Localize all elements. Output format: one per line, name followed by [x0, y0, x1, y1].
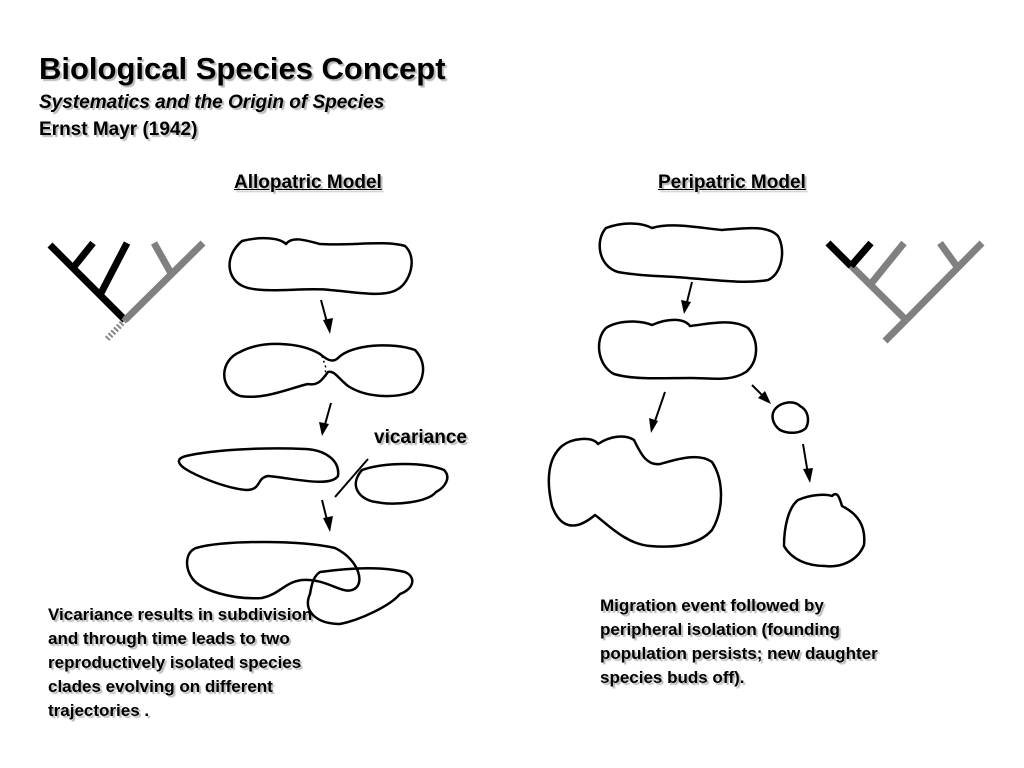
peripatric-tree-black-branch-2	[848, 240, 874, 269]
allopatric-tree-gray-branch	[150, 241, 176, 277]
page-title: Biological Species Concept	[39, 51, 446, 86]
allopatric-arrows	[319, 299, 369, 532]
allopatric-arrow-3-head	[323, 516, 333, 532]
allopatric-stage-2-divider	[321, 355, 327, 381]
allopatric-tree-root-dashed	[103, 317, 128, 343]
allopatric-population-stage-2	[223, 342, 425, 399]
peripatric-tree-black-branch-1	[825, 240, 854, 269]
peripatric-population-stage-2	[597, 318, 758, 380]
author-citation: Ernst Mayr (1942)	[39, 119, 198, 140]
allopatric-population-stage-1	[228, 236, 413, 296]
allopatric-tree	[47, 240, 206, 343]
peripatric-tree-root	[882, 317, 909, 344]
peripatric-tree	[825, 240, 985, 344]
peripatric-arrows	[649, 281, 813, 483]
allopatric-caption: Vicariance results in subdivision and th…	[48, 605, 313, 720]
peripatric-caption: Migration event followed by peripheral i…	[600, 596, 878, 687]
allopatric-tree-black-trunk	[47, 242, 128, 323]
peripatric-population-stage-3-large	[547, 435, 723, 548]
allopatric-population-stage-4-right	[306, 567, 414, 626]
vicariance-label: vicariance	[374, 427, 467, 448]
peripatric-arrow-1-head	[681, 300, 691, 314]
allopatric-arrow-2-head	[319, 422, 329, 436]
peripatric-arrow-2	[653, 391, 666, 425]
peripatric-arrow-2-head	[649, 418, 658, 433]
page-subtitle: Systematics and the Origin of Species	[39, 92, 385, 113]
allopatric-tree-black-branch-2	[96, 241, 131, 297]
peripatric-population-stage-1	[598, 222, 784, 283]
peripatric-daughter-species	[782, 492, 866, 568]
allopatric-model-title: Allopatric Model	[234, 172, 382, 193]
vicariance-barrier-line	[334, 458, 369, 498]
peripatric-tree-gray-trunk-right	[903, 240, 985, 323]
peripatric-model-title: Peripatric Model	[658, 172, 806, 193]
allopatric-population-stage-3-left	[177, 447, 340, 492]
allopatric-population-stage-4-left	[185, 540, 361, 600]
peripatric-arrow-3-head	[758, 391, 771, 404]
allopatric-arrow-1-head	[323, 318, 333, 334]
allopatric-tree-black-branch-1	[70, 240, 96, 271]
peripatric-arrow-4-head	[803, 468, 813, 483]
allopatric-population-stage-3-right	[354, 462, 449, 505]
peripatric-tree-gray-branch-2	[937, 240, 961, 271]
peripatric-founding-population	[771, 401, 810, 434]
allopatric-tree-gray-trunk	[122, 240, 206, 323]
peripatric-tree-gray-branch-1	[867, 240, 907, 288]
